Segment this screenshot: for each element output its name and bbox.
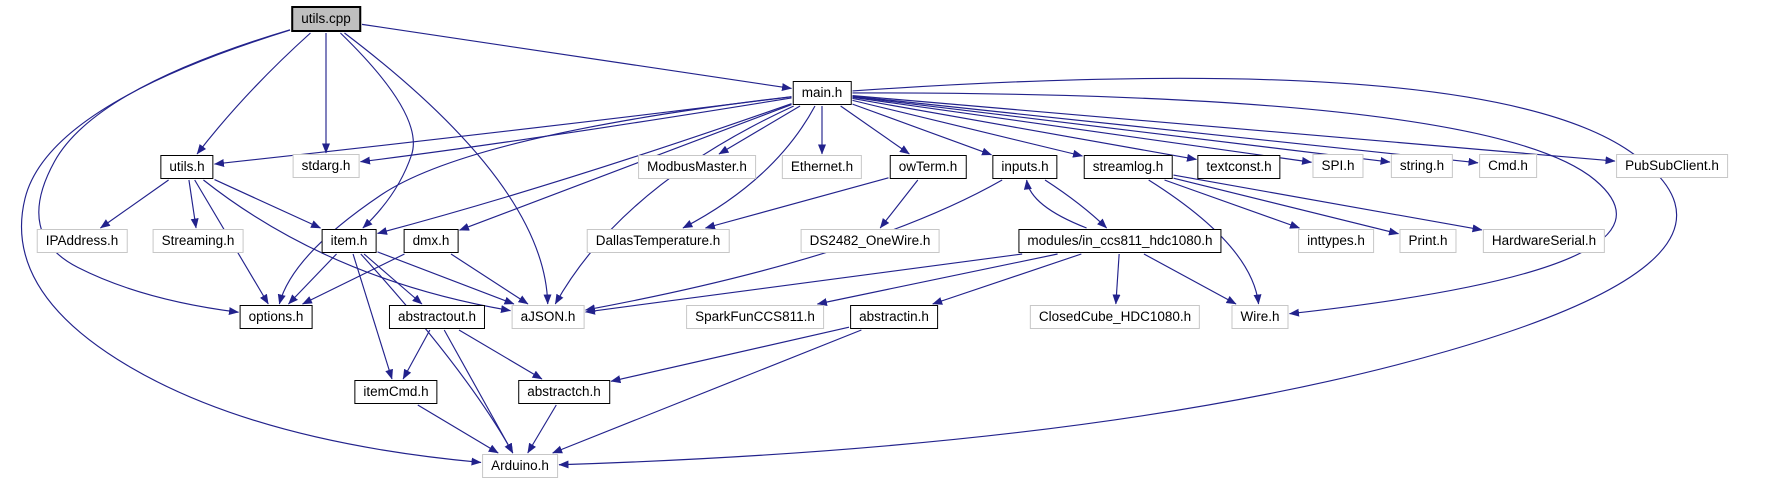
edge-modules_in_ccs811_hdc1080_h-to-inputs_h [1023,179,1087,229]
node-inttypes-h: inttypes.h [1298,229,1374,253]
edge-utils_cpp-to-utils_h [196,32,311,155]
node-closedcube-hdc1080-h: ClosedCube_HDC1080.h [1029,305,1201,329]
edge-main_h-to-ajson_h [554,105,794,305]
edge-main_h-to-inputs_h [852,103,992,156]
node-cmd-h: Cmd.h [1479,154,1537,178]
edge-utils_cpp-to-main_h [361,23,792,92]
edge-abstractout_h-to-arduino_h [443,329,514,454]
edge-main_h-to-string_h [852,96,1391,165]
node-ipaddress-h: IPAddress.h [36,229,128,253]
edge-main_h-to-arduino_h [558,77,1678,469]
node-main-h[interactable]: main.h [792,81,852,105]
edge-dmx_h-to-ajson_h [450,253,529,305]
node-utils-h[interactable]: utils.h [160,155,214,179]
edge-modules_in_ccs811_hdc1080_h-to-abstractin_h [932,253,1082,305]
node-pubsubclient-h: PubSubClient.h [1616,154,1728,178]
node-itemcmd-h[interactable]: itemCmd.h [354,380,438,404]
edge-owterm_h-to-ds2482_onewire_h [879,179,919,229]
node-utils-cpp: utils.cpp [291,6,361,32]
edge-abstractin_h-to-arduino_h [552,329,862,454]
edge-modules_in_ccs811_hdc1080_h-to-sparkfunccs811_h [816,253,1058,306]
edge-streamlog_h-to-wire_h [1148,179,1262,305]
node-modbusmaster-h: ModbusMaster.h [638,155,756,179]
node-options-h[interactable]: options.h [239,305,313,329]
node-wire-h: Wire.h [1231,305,1289,329]
edge-inputs_h-to-modules_in_ccs811_hdc1080_h [1044,179,1108,229]
node-hardwareserial-h: HardwareSerial.h [1482,229,1606,253]
edge-main_h-to-owterm_h [840,105,910,155]
edge-main_h-to-options_h [277,96,792,305]
node-textconst-h[interactable]: textconst.h [1197,155,1281,179]
edge-itemcmd_h-to-arduino_h [417,404,499,454]
node-ethernet-h: Ethernet.h [781,155,863,179]
node-item-h[interactable]: item.h [321,229,377,253]
node-abstractout-h[interactable]: abstractout.h [388,305,486,329]
node-print-h: Print.h [1399,229,1457,253]
node-owterm-h[interactable]: owTerm.h [889,155,967,179]
node-dmx-h[interactable]: dmx.h [403,229,459,253]
edge-dmx_h-to-options_h [302,253,405,305]
edge-streamlog_h-to-inttypes_h [1164,179,1300,229]
node-dallastemperature-h: DallasTemperature.h [586,229,730,253]
edge-utils_cpp-to-ajson_h [344,32,552,305]
edge-utils_h-to-ajson_h [203,179,511,313]
edge-main_h-to-spi_h [852,96,1312,165]
node-ds2482-onewire-h: DS2482_OneWire.h [800,229,940,253]
edge-owterm_h-to-dallastemperature_h [704,177,889,230]
edge-main_h-to-dallastemperature_h [682,105,816,229]
node-abstractch-h[interactable]: abstractch.h [518,380,610,404]
edge-utils_h-to-item_h [214,179,321,229]
edge-streamlog_h-to-hardwareserial_h [1173,174,1483,233]
edge-modules_in_ccs811_hdc1080_h-to-wire_h [1143,253,1237,305]
edge-main_h-to-cmd_h [852,95,1479,166]
edge-abstractch_h-to-arduino_h [527,404,557,454]
edge-utils_cpp-to-arduino_h [21,29,482,466]
edge-main_h-to-modbusmaster_h [718,105,801,155]
edge-utils_cpp-to-item_h [340,32,414,229]
edge-streamlog_h-to-print_h [1173,177,1399,236]
node-inputs-h[interactable]: inputs.h [992,155,1058,179]
edge-abstractout_h-to-itemcmd_h [402,329,431,380]
edge-abstractin_h-to-abstractch_h [610,326,850,384]
edge-modules_in_ccs811_hdc1080_h-to-ajson_h [585,253,1023,315]
edge-main_h-to-streamlog_h [852,99,1083,158]
node-sparkfunccs811-h: SparkFunCCS811.h [686,305,824,329]
edge-main_h-to-textconst_h [852,97,1197,162]
edge-main_h-to-wire_h [852,92,1617,317]
node-modules-in-ccs811-hdc1080-h[interactable]: modules/in_ccs811_hdc1080.h [1018,229,1222,253]
node-stdarg-h: stdarg.h [292,154,360,178]
node-spi-h: SPI.h [1312,154,1364,178]
edge-utils_h-to-ipaddress_h [100,179,169,229]
edge-modules_in_ccs811_hdc1080_h-to-closedcube_hdc1080_h [1112,253,1121,305]
edge-item_h-to-options_h [288,253,337,305]
edge-item_h-to-abstractout_h [363,253,423,305]
edge-main_h-to-item_h [377,103,792,235]
node-streamlog-h[interactable]: streamlog.h [1083,155,1173,179]
node-string-h: string.h [1390,154,1454,178]
edge-utils_h-to-streaming_h [188,179,199,229]
edge-item_h-to-itemcmd_h [352,253,393,380]
node-arduino-h: Arduino.h [482,454,558,478]
node-abstractin-h[interactable]: abstractin.h [850,305,938,329]
node-ajson-h: aJSON.h [511,305,585,329]
edge-item_h-to-ajson_h [377,251,515,305]
node-streaming-h: Streaming.h [152,229,244,253]
edge-main_h-to-pubsubclient_h [852,95,1616,165]
edge-abstractout_h-to-abstractch_h [458,329,543,380]
edge-main_h-to-dmx_h [459,104,792,231]
